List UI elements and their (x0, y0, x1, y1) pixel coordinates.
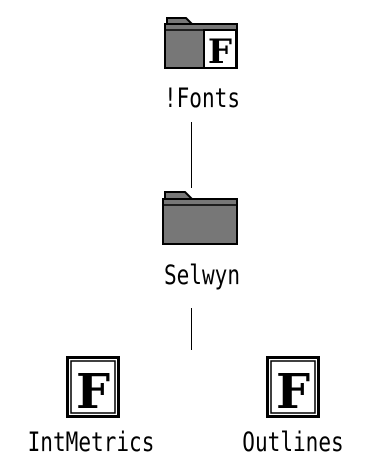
font-file-icon: F (266, 356, 320, 418)
tree-node-label: !Fonts (163, 83, 241, 114)
font-file-icon: F (66, 356, 120, 418)
tree-connector (191, 122, 192, 188)
tree-node-label: Selwyn (163, 260, 241, 291)
tree-connector (191, 308, 192, 350)
folder-badge-letter: F (208, 32, 232, 70)
font-folder-icon: F (164, 17, 238, 70)
file-badge-letter: F (76, 364, 110, 418)
file-badge-letter: F (276, 364, 310, 418)
tree-node-label: Outlines (242, 427, 344, 458)
tree-node-label: IntMetrics (27, 427, 155, 458)
folder-icon (162, 191, 238, 245)
